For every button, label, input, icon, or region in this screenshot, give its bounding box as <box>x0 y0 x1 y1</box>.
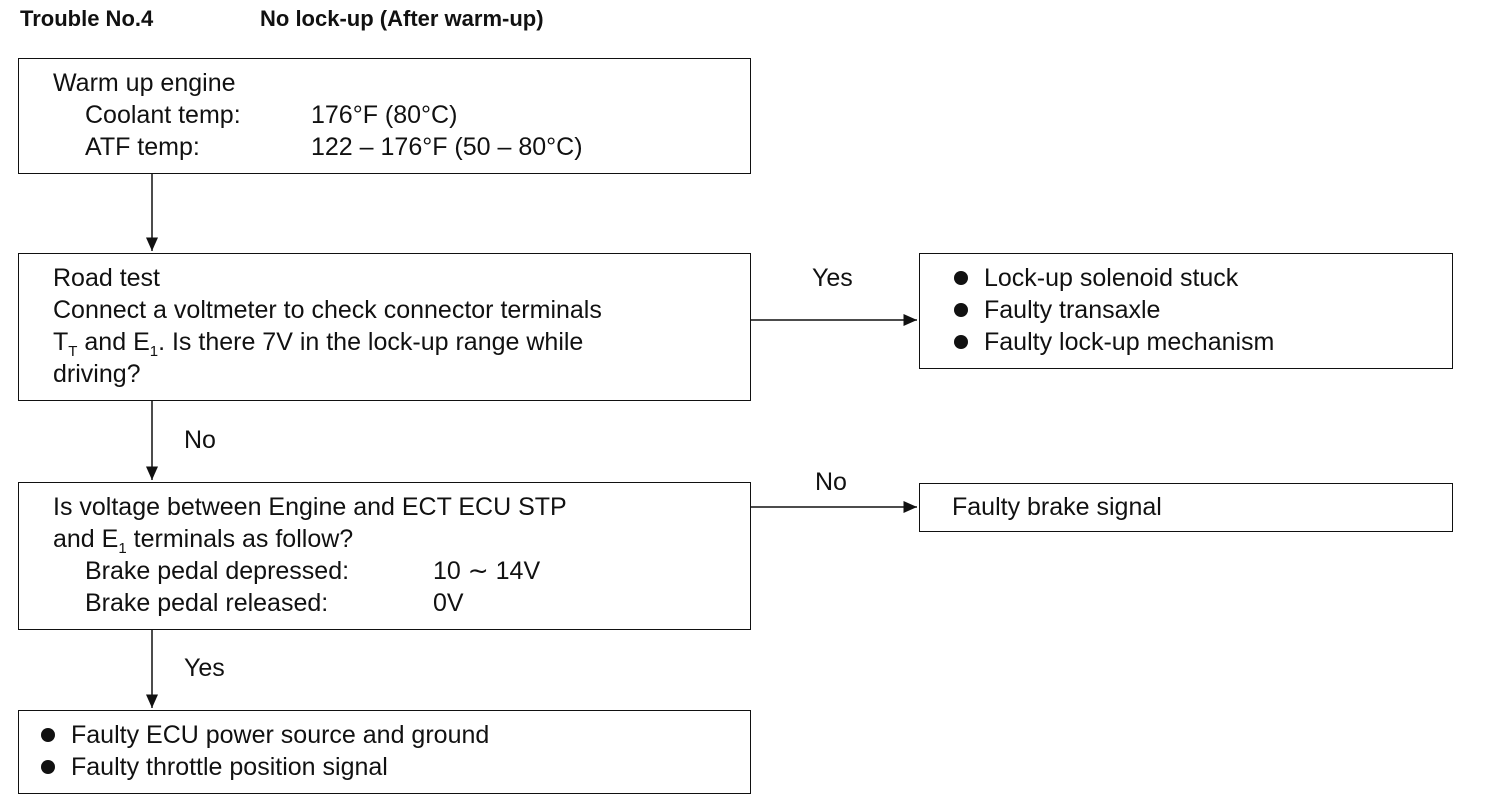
coolant-value: 176°F (80°C) <box>311 101 458 129</box>
list-item: Faulty lock-up mechanism <box>952 326 1440 358</box>
step1-title: Warm up engine <box>53 69 236 97</box>
bullet-icon <box>954 303 968 317</box>
list-item: Lock-up solenoid stuck <box>952 262 1440 294</box>
final-result-box: Faulty ECU power source and ground Fault… <box>18 710 751 794</box>
yes-label-step3: Yes <box>184 654 225 682</box>
coolant-temp-row: Coolant temp: 176°F (80°C) <box>53 99 738 131</box>
no-result-box: Faulty brake signal <box>919 483 1453 532</box>
step2-line2: TT and E1. Is there 7V in the lock-up ra… <box>53 328 584 360</box>
atf-temp-row: ATF temp: 122 – 176°F (50 – 80°C) <box>53 131 738 163</box>
coolant-label: Coolant temp: <box>85 101 241 129</box>
step-warm-up-box: Warm up engine Coolant temp: 176°F (80°C)… <box>18 58 751 174</box>
bullet-icon <box>954 335 968 349</box>
brake-depressed-row: Brake pedal depressed: 10 ∼ 14V <box>53 555 738 587</box>
step3-line2: and E1 terminals as follow? <box>53 525 354 557</box>
released-value: 0V <box>433 589 464 617</box>
list-item: Faulty throttle position signal <box>39 751 738 783</box>
depressed-value: 10 ∼ 14V <box>433 557 541 585</box>
bullet-icon <box>41 760 55 774</box>
step-voltage-check-box: Is voltage between Engine and ECT ECU ST… <box>18 482 751 630</box>
step2-title: Road test <box>53 264 161 292</box>
no-label-step2: No <box>184 426 216 454</box>
depressed-label: Brake pedal depressed: <box>85 557 350 585</box>
step3-line1: Is voltage between Engine and ECT ECU ST… <box>53 493 567 521</box>
diagram-header: Trouble No.4 No lock-up (After warm-up) <box>20 6 544 32</box>
atf-label: ATF temp: <box>85 133 200 161</box>
bullet-icon <box>41 728 55 742</box>
trouble-number: Trouble No.4 <box>20 6 154 31</box>
brake-released-row: Brake pedal released: 0V <box>53 587 738 619</box>
no-label-step3: No <box>815 468 847 496</box>
yes-label-step2: Yes <box>812 264 853 292</box>
step-road-test-box: Road test Connect a voltmeter to check c… <box>18 253 751 401</box>
step2-line3: driving? <box>53 360 141 388</box>
atf-value: 122 – 176°F (50 – 80°C) <box>311 133 583 161</box>
released-label: Brake pedal released: <box>85 589 329 617</box>
list-item: Faulty ECU power source and ground <box>39 719 738 751</box>
step2-line1: Connect a voltmeter to check connector t… <box>53 296 602 324</box>
final-result-list: Faulty ECU power source and ground Fault… <box>39 719 738 783</box>
trouble-title: No lock-up (After warm-up) <box>260 6 544 31</box>
no-result-text: Faulty brake signal <box>952 493 1162 521</box>
bullet-icon <box>954 271 968 285</box>
yes-result-list: Lock-up solenoid stuck Faulty transaxle … <box>952 262 1440 358</box>
list-item: Faulty transaxle <box>952 294 1440 326</box>
yes-result-box: Lock-up solenoid stuck Faulty transaxle … <box>919 253 1453 369</box>
